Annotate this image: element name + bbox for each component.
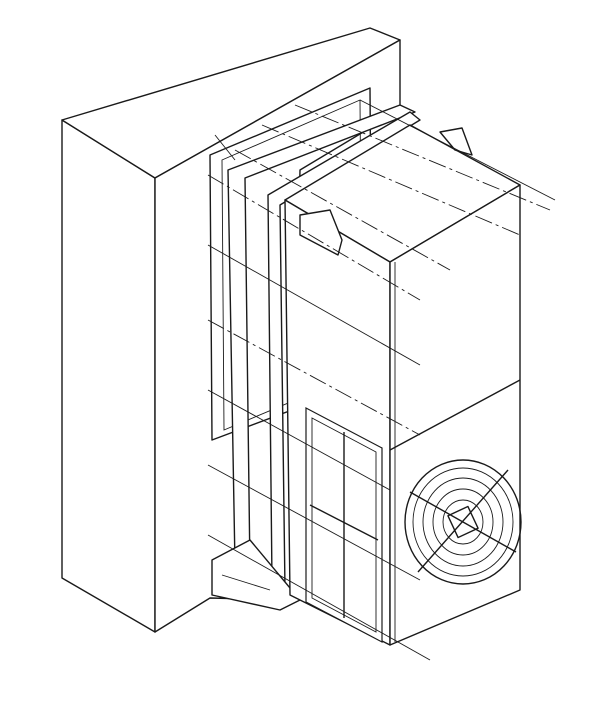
wall-front-face	[61, 119, 156, 633]
condenser-fan	[404, 459, 522, 585]
mounting-frame	[211, 104, 421, 611]
frame-bottom-bracket	[211, 539, 301, 611]
side-grille	[305, 407, 383, 643]
lifting-lug-left	[299, 209, 343, 256]
unit-panel-divider	[389, 379, 521, 451]
assembly-lines	[207, 99, 556, 661]
lifting-lug-right	[439, 127, 473, 156]
air-conditioner-unit	[284, 124, 522, 646]
bracket-brace	[221, 574, 271, 591]
